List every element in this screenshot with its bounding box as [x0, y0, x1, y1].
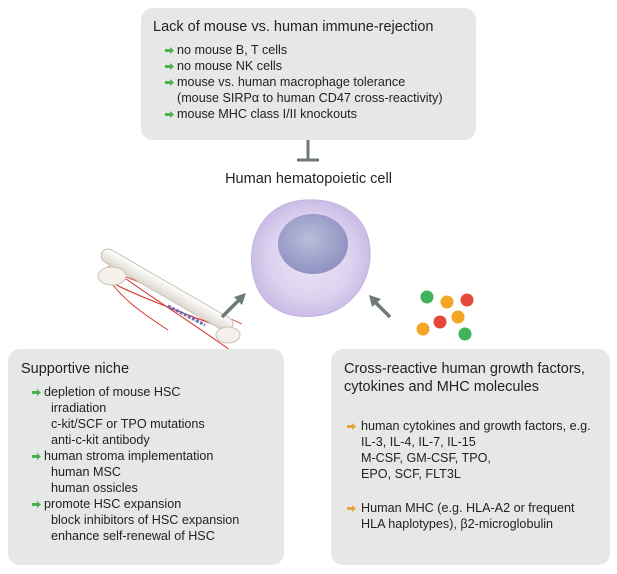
arrow-bone-to-cell-icon: [220, 293, 246, 319]
immune-rejection-list: no mouse B, T cells no mouse NK cells mo…: [153, 42, 466, 122]
sub-item: human MSC: [51, 465, 121, 479]
immune-rejection-box: Lack of mouse vs. human immune-rejection…: [141, 8, 476, 140]
list-item: mouse vs. human macrophage tolerance (mo…: [153, 74, 466, 106]
list-item: mouse MHC class I/II knockouts: [153, 106, 466, 122]
green-arrow-bullet-icon: [165, 79, 174, 86]
list-item: no mouse NK cells: [153, 58, 466, 74]
bone-icon: [97, 248, 243, 351]
growth-factors-title: Cross-reactive human growth factors, cyt…: [344, 361, 585, 395]
sub-item: c-kit/SCF or TPO mutations: [51, 417, 205, 431]
growth-factors-box: Cross-reactive human growth factors, cyt…: [331, 349, 610, 565]
sub-item: IL-3, IL-4, IL-7, IL-15: [361, 435, 476, 449]
cell-icon: [250, 199, 371, 318]
green-arrow-bullet-icon: [165, 63, 174, 70]
supportive-niche-title: Supportive niche: [21, 361, 130, 377]
green-arrow-bullet-icon: [32, 389, 41, 396]
green-arrow-bullet-icon: [32, 453, 41, 460]
growth-factor-dots-icon: [416, 290, 474, 341]
list-item: promote HSC expansion: [21, 496, 274, 512]
orange-arrow-bullet-icon: [347, 423, 356, 430]
sub-item: EPO, SCF, FLT3L: [361, 467, 461, 481]
arrow-factors-to-cell-icon: [369, 295, 392, 319]
sub-item: block inhibitors of HSC expansion: [51, 513, 240, 527]
list-item: human cytokines and growth factors, e.g.: [344, 418, 600, 434]
supportive-niche-box: Supportive niche depletion of mouse HSC …: [8, 349, 284, 565]
list-item: no mouse B, T cells: [153, 42, 466, 58]
green-arrow-bullet-icon: [165, 111, 174, 118]
green-arrow-bullet-icon: [32, 501, 41, 508]
list-item: Human MHC (e.g. HLA-A2 or frequent: [344, 500, 600, 516]
sub-item: M-CSF, GM-CSF, TPO,: [361, 451, 491, 465]
list-item: depletion of mouse HSC: [21, 384, 274, 400]
inhibition-bar: [297, 140, 319, 162]
cell-label: Human hematopoietic cell: [225, 171, 392, 187]
growth-factors-list: human cytokines and growth factors, e.g.…: [344, 418, 600, 532]
sub-item: human ossicles: [51, 481, 138, 495]
immune-rejection-title: Lack of mouse vs. human immune-rejection: [153, 19, 434, 35]
orange-arrow-bullet-icon: [347, 505, 356, 512]
spacer: [344, 482, 600, 500]
green-arrow-bullet-icon: [165, 47, 174, 54]
supportive-niche-list: depletion of mouse HSC irradiation c-kit…: [21, 384, 274, 544]
sub-item: anti-c-kit antibody: [51, 433, 150, 447]
sub-item: HLA haplotypes), β2-microglobulin: [361, 517, 554, 531]
sub-item: enhance self-renewal of HSC: [51, 529, 215, 543]
sub-item: irradiation: [51, 401, 107, 415]
list-item: human stroma implementation: [21, 448, 274, 464]
